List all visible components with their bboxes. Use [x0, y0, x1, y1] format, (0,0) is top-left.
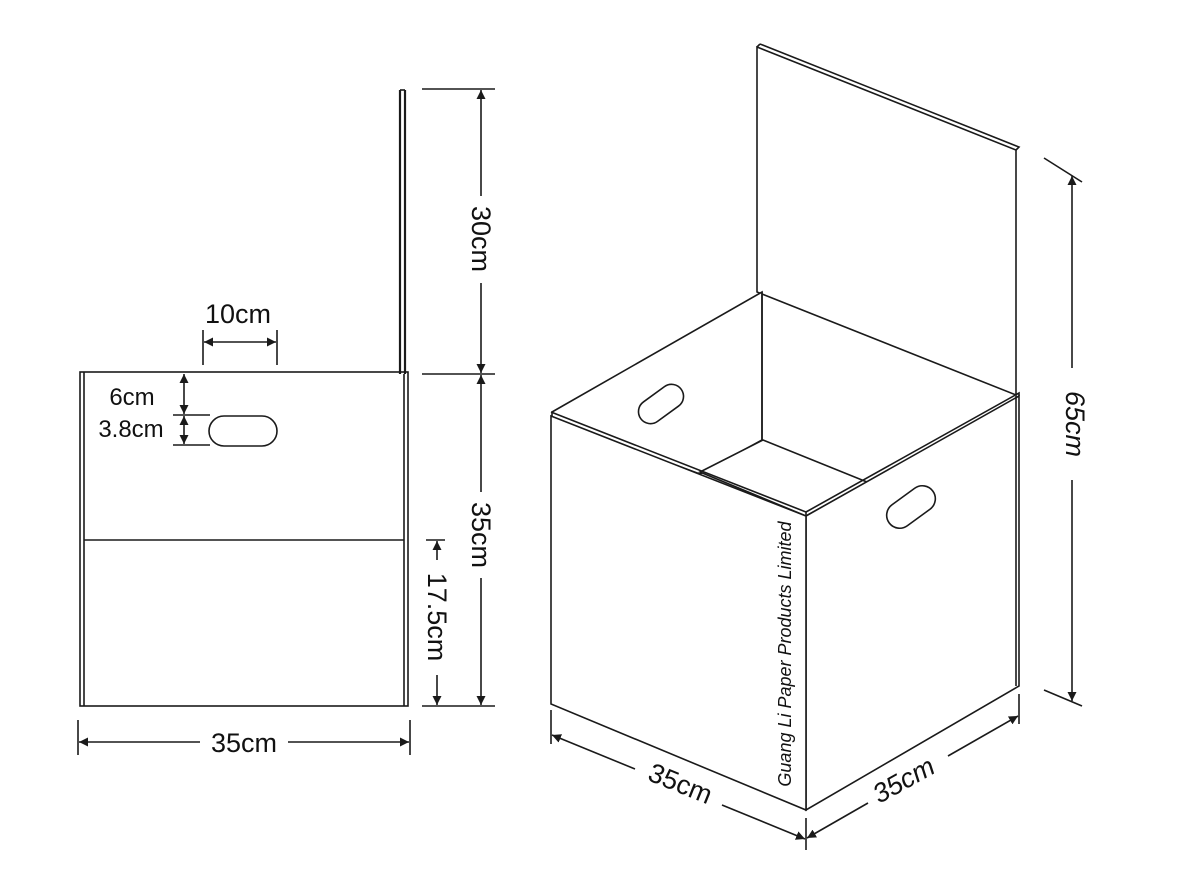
brand-text: Guang Li Paper Products Limited — [775, 520, 795, 786]
front-view: 10cm 6cm 3.8cm 35cm 30cm 35 — [77, 88, 496, 758]
header-board — [756, 45, 1017, 397]
dim-right-heights — [422, 88, 495, 707]
dim-side-depth — [806, 694, 1020, 839]
dim-bottom-width — [77, 720, 411, 755]
label-handle-top-offset: 6cm — [109, 384, 154, 411]
dim-handle-width — [202, 330, 278, 365]
isometric-view: Guang Li Paper Products Limited 65cm 35c… — [550, 43, 1090, 850]
label-bottom-width: 35cm — [211, 728, 277, 758]
label-handle-width: 10cm — [205, 299, 271, 329]
front-handle-hole — [208, 415, 278, 447]
dim-lower-panel — [426, 539, 445, 705]
label-total-height: 65cm — [1060, 391, 1090, 457]
side-panel — [805, 394, 1020, 812]
label-lower-panel-height: 17.5cm — [422, 573, 452, 662]
side-handle-hole — [885, 484, 937, 530]
label-header-height: 30cm — [466, 206, 496, 272]
inner-handle-hole — [637, 383, 685, 425]
dim-handle-vertical — [173, 374, 210, 446]
front-panel — [550, 414, 807, 812]
label-box-height: 35cm — [466, 502, 496, 568]
dim-total-height — [1043, 157, 1083, 707]
front-box-outline — [79, 371, 409, 707]
label-handle-height: 3.8cm — [98, 416, 163, 443]
dim-front-width — [550, 710, 807, 850]
